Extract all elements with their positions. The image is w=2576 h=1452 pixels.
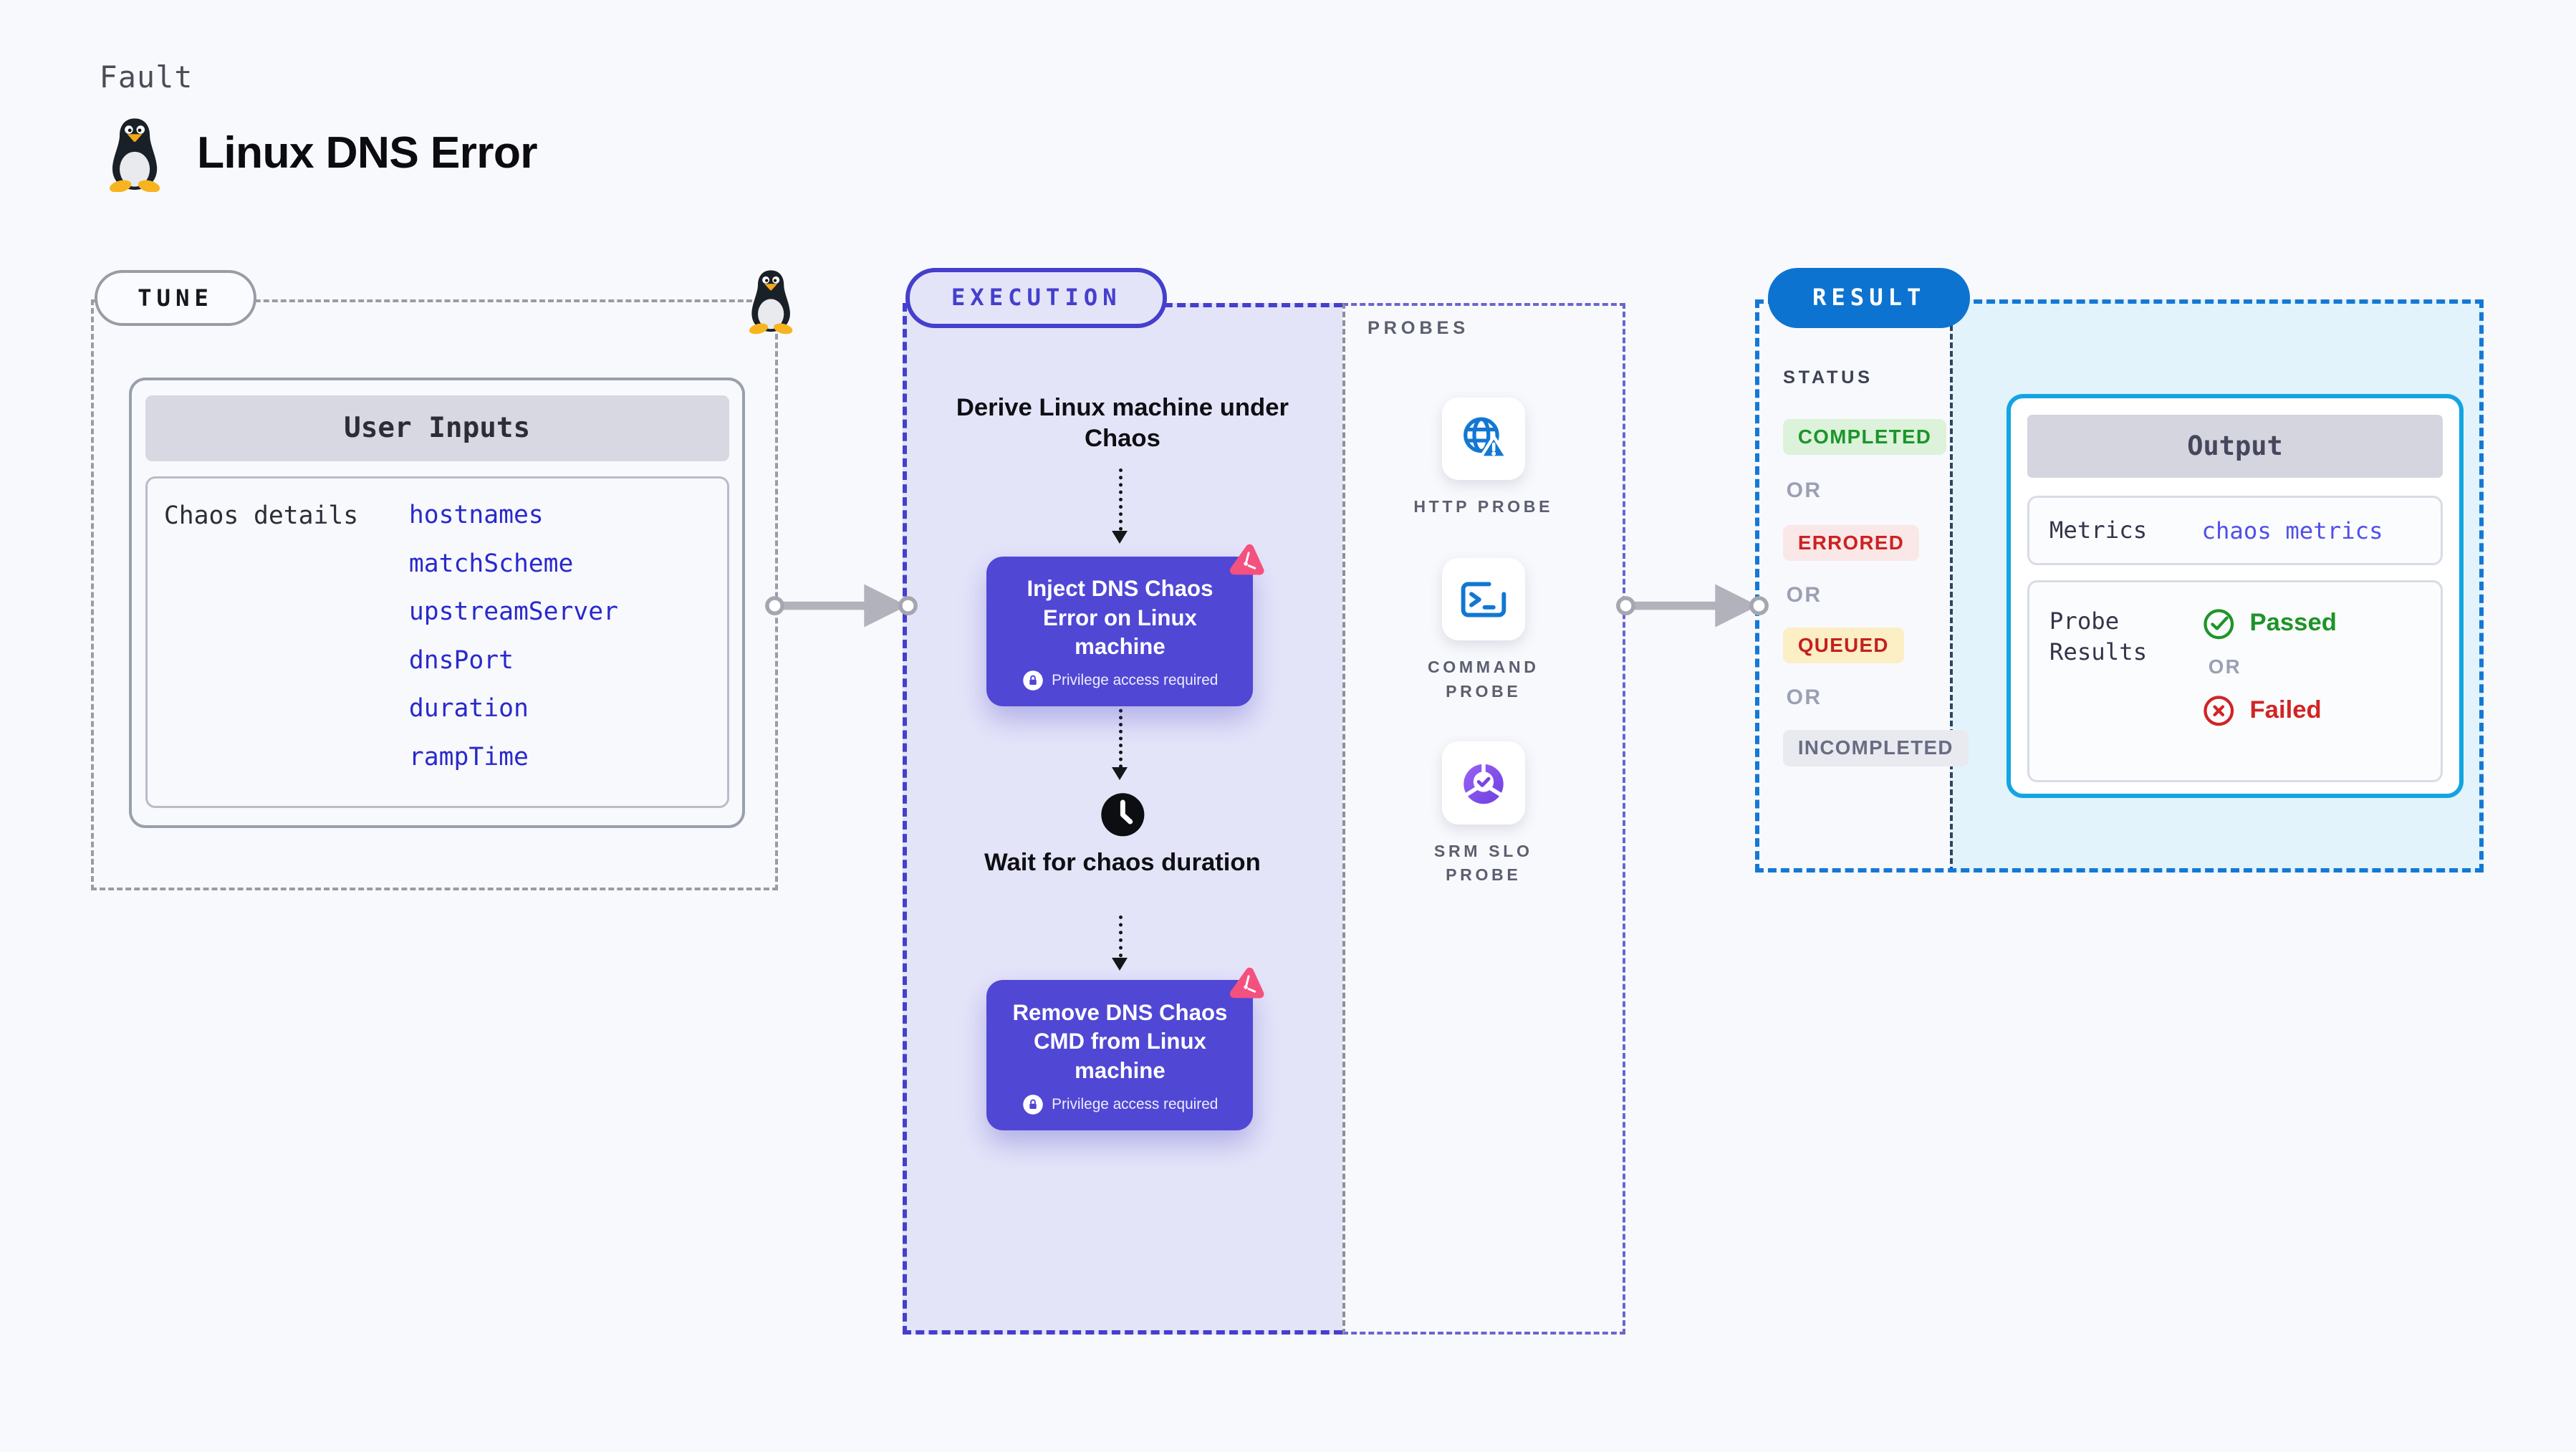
privilege-badge: Privilege access required (1001, 1094, 1238, 1115)
flow-arrow-icon (1616, 584, 1769, 628)
privilege-badge: Privilege access required (1001, 670, 1238, 691)
metrics-row: Metrics chaos metrics (2027, 496, 2443, 566)
user-inputs-card: User Inputs Chaos details hostnames matc… (129, 377, 745, 828)
http-probe-card (1441, 397, 1525, 481)
chaos-input-item: upstreamServer (408, 597, 618, 627)
chaos-input-item: matchScheme (408, 549, 574, 578)
failed-verdict: Failed (2201, 693, 2336, 729)
result-section-box (1754, 299, 2484, 872)
http-probe-label: HTTP PROBE (1413, 497, 1554, 516)
down-arrow-icon (1111, 915, 1129, 971)
status-badge-completed: COMPLETED (1783, 418, 1947, 456)
chaos-input-item: duration (408, 694, 529, 723)
globe-alert-icon (1463, 418, 1509, 460)
metrics-label: Metrics (2049, 516, 2148, 544)
flow-arrow-icon (765, 584, 918, 628)
inject-chaos-node: Inject DNS Chaos Error on Linux machine … (986, 556, 1254, 706)
probes-section-label: PROBES (1367, 317, 1469, 338)
chaos-input-item: dnsPort (408, 645, 514, 675)
status-badge-incompleted: INCOMPLETED (1783, 730, 1969, 766)
probes-section-box (1342, 302, 1626, 1335)
user-inputs-title: User Inputs (145, 395, 729, 462)
probe-verdicts: Passed OR Failed (2201, 606, 2337, 729)
fault-kind-label: Fault (99, 59, 193, 95)
chaos-input-item: rampTime (408, 742, 529, 771)
probe-results-label: Probe Results (2049, 607, 2148, 666)
slo-donut-check-icon (1463, 762, 1504, 804)
tux-icon (110, 118, 160, 193)
check-circle-icon (2203, 608, 2234, 639)
metrics-value: chaos metrics (2201, 516, 2383, 544)
result-section-pill: RESULT (1768, 268, 1971, 328)
privilege-badge-label: Privilege access required (1052, 1095, 1219, 1112)
remove-chaos-node: Remove DNS Chaos CMD from Linux machine … (986, 980, 1254, 1130)
x-circle-icon (2203, 696, 2234, 726)
passed-verdict: Passed (2201, 606, 2337, 641)
passed-label: Passed (2249, 609, 2337, 637)
chaos-logo-icon (1229, 968, 1264, 999)
page-title: Linux DNS Error (197, 128, 538, 178)
derive-step-label: Derive Linux machine under Chaos (956, 393, 1289, 453)
chaos-details-label: Chaos details (163, 501, 359, 531)
chaos-input-item: hostnames (408, 501, 544, 530)
status-label: STATUS (1783, 367, 1873, 388)
wait-step-label: Wait for chaos duration (984, 849, 1261, 877)
remove-chaos-node-title: Remove DNS Chaos CMD from Linux machine (1012, 999, 1228, 1083)
lock-icon (1022, 670, 1043, 691)
terminal-icon (1461, 582, 1506, 617)
tune-section-box (91, 299, 779, 891)
chaos-logo-icon (1229, 544, 1264, 575)
inject-chaos-node-title: Inject DNS Chaos Error on Linux machine (1027, 575, 1213, 660)
srm-slo-probe-label: SRM SLO PROBE (1433, 841, 1533, 885)
status-badge-errored: ERRORED (1783, 524, 1919, 562)
chaos-input-list: hostnames matchScheme upstreamServer dns… (409, 491, 618, 782)
status-badge-queued: QUEUED (1783, 627, 1904, 664)
tune-section-pill: TUNE (94, 269, 257, 327)
failed-label: Failed (2249, 696, 2322, 724)
privilege-badge-label: Privilege access required (1052, 672, 1219, 689)
clock-icon (1100, 793, 1144, 837)
execution-section-pill: EXECUTION (905, 268, 1168, 328)
tux-icon (749, 270, 793, 335)
or-label: OR (1786, 582, 1822, 607)
command-probe-card (1441, 557, 1525, 641)
command-probe-label: COMMAND PROBE (1427, 658, 1539, 701)
or-label: OR (1786, 478, 1822, 502)
down-arrow-icon (1111, 701, 1129, 781)
down-arrow-icon (1111, 468, 1129, 544)
srm-slo-probe-card (1441, 741, 1525, 824)
lock-icon (1022, 1095, 1043, 1115)
or-label: OR (2208, 655, 2241, 678)
user-inputs-body: Chaos details hostnames matchScheme upst… (145, 476, 729, 809)
probe-results-row: Probe Results Passed OR Failed (2027, 580, 2443, 783)
output-card: Output Metrics chaos metrics Probe Resul… (2007, 394, 2464, 798)
or-label: OR (1786, 685, 1822, 709)
output-card-title: Output (2027, 415, 2443, 478)
